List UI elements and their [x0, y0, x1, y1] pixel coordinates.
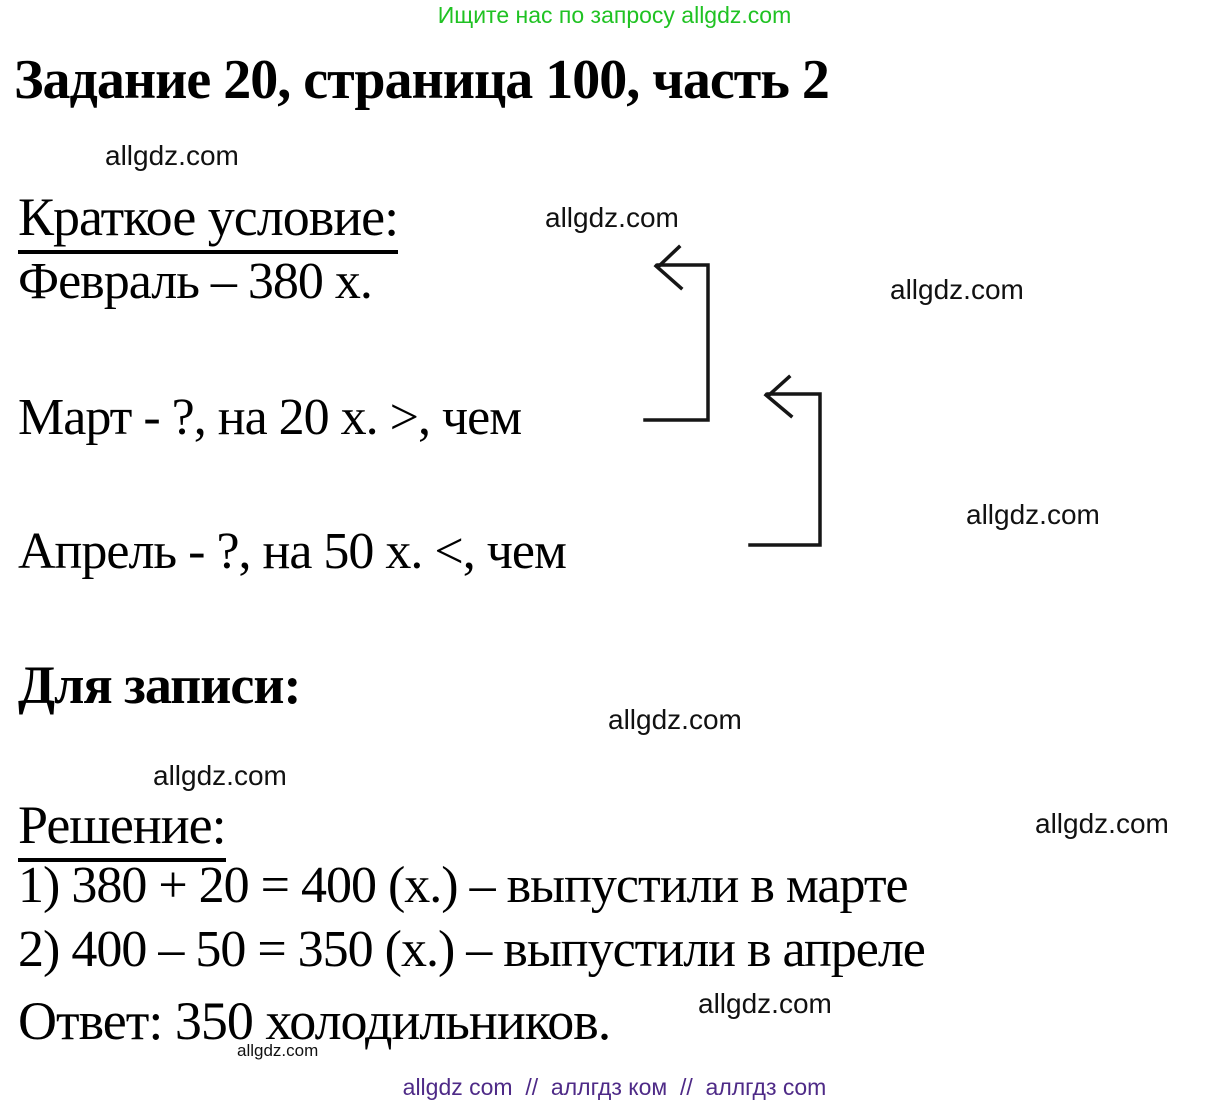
condition-line-march: Март - ?, на 20 х. >, чем: [18, 389, 522, 446]
condition-line-april: Апрель - ?, на 50 х. <, чем: [18, 523, 567, 580]
arrow-april-to-march: [748, 374, 822, 547]
watermark: allgdz.com: [1035, 808, 1169, 839]
condition-line-february: Февраль – 380 х.: [18, 253, 373, 310]
watermark: allgdz.com: [890, 274, 1024, 305]
watermark: allgdz.com: [608, 704, 742, 735]
watermark: allgdz.com: [153, 760, 287, 791]
condition-heading-text: Краткое условие:: [18, 186, 399, 254]
footer-sites: allgdz com // аллгдз ком // аллгдз com: [402, 1074, 827, 1100]
solution-step-1: 1) 380 + 20 = 400 (х.) – выпустили в мар…: [18, 857, 909, 914]
page-title: Задание 20, страница 100, часть 2: [14, 49, 830, 111]
answer-line: Ответ: 350 холодильников.: [18, 991, 611, 1051]
condition-heading: Краткое условие:: [18, 186, 399, 254]
watermark: allgdz.com: [237, 1041, 319, 1060]
watermark: allgdz.com: [545, 202, 679, 233]
watermark: allgdz.com: [698, 988, 832, 1019]
solution-heading-text: Решение:: [18, 794, 227, 862]
solution-step-2: 2) 400 – 50 = 350 (х.) – выпустили в апр…: [18, 921, 926, 978]
notes-heading: Для записи:: [18, 655, 301, 715]
promo-banner: Ищите нас по запросу allgdz.com: [437, 2, 792, 28]
watermark: allgdz.com: [105, 140, 239, 171]
arrow-march-to-february: [643, 244, 710, 422]
solution-heading: Решение:: [18, 794, 227, 862]
watermark: allgdz.com: [966, 499, 1100, 530]
